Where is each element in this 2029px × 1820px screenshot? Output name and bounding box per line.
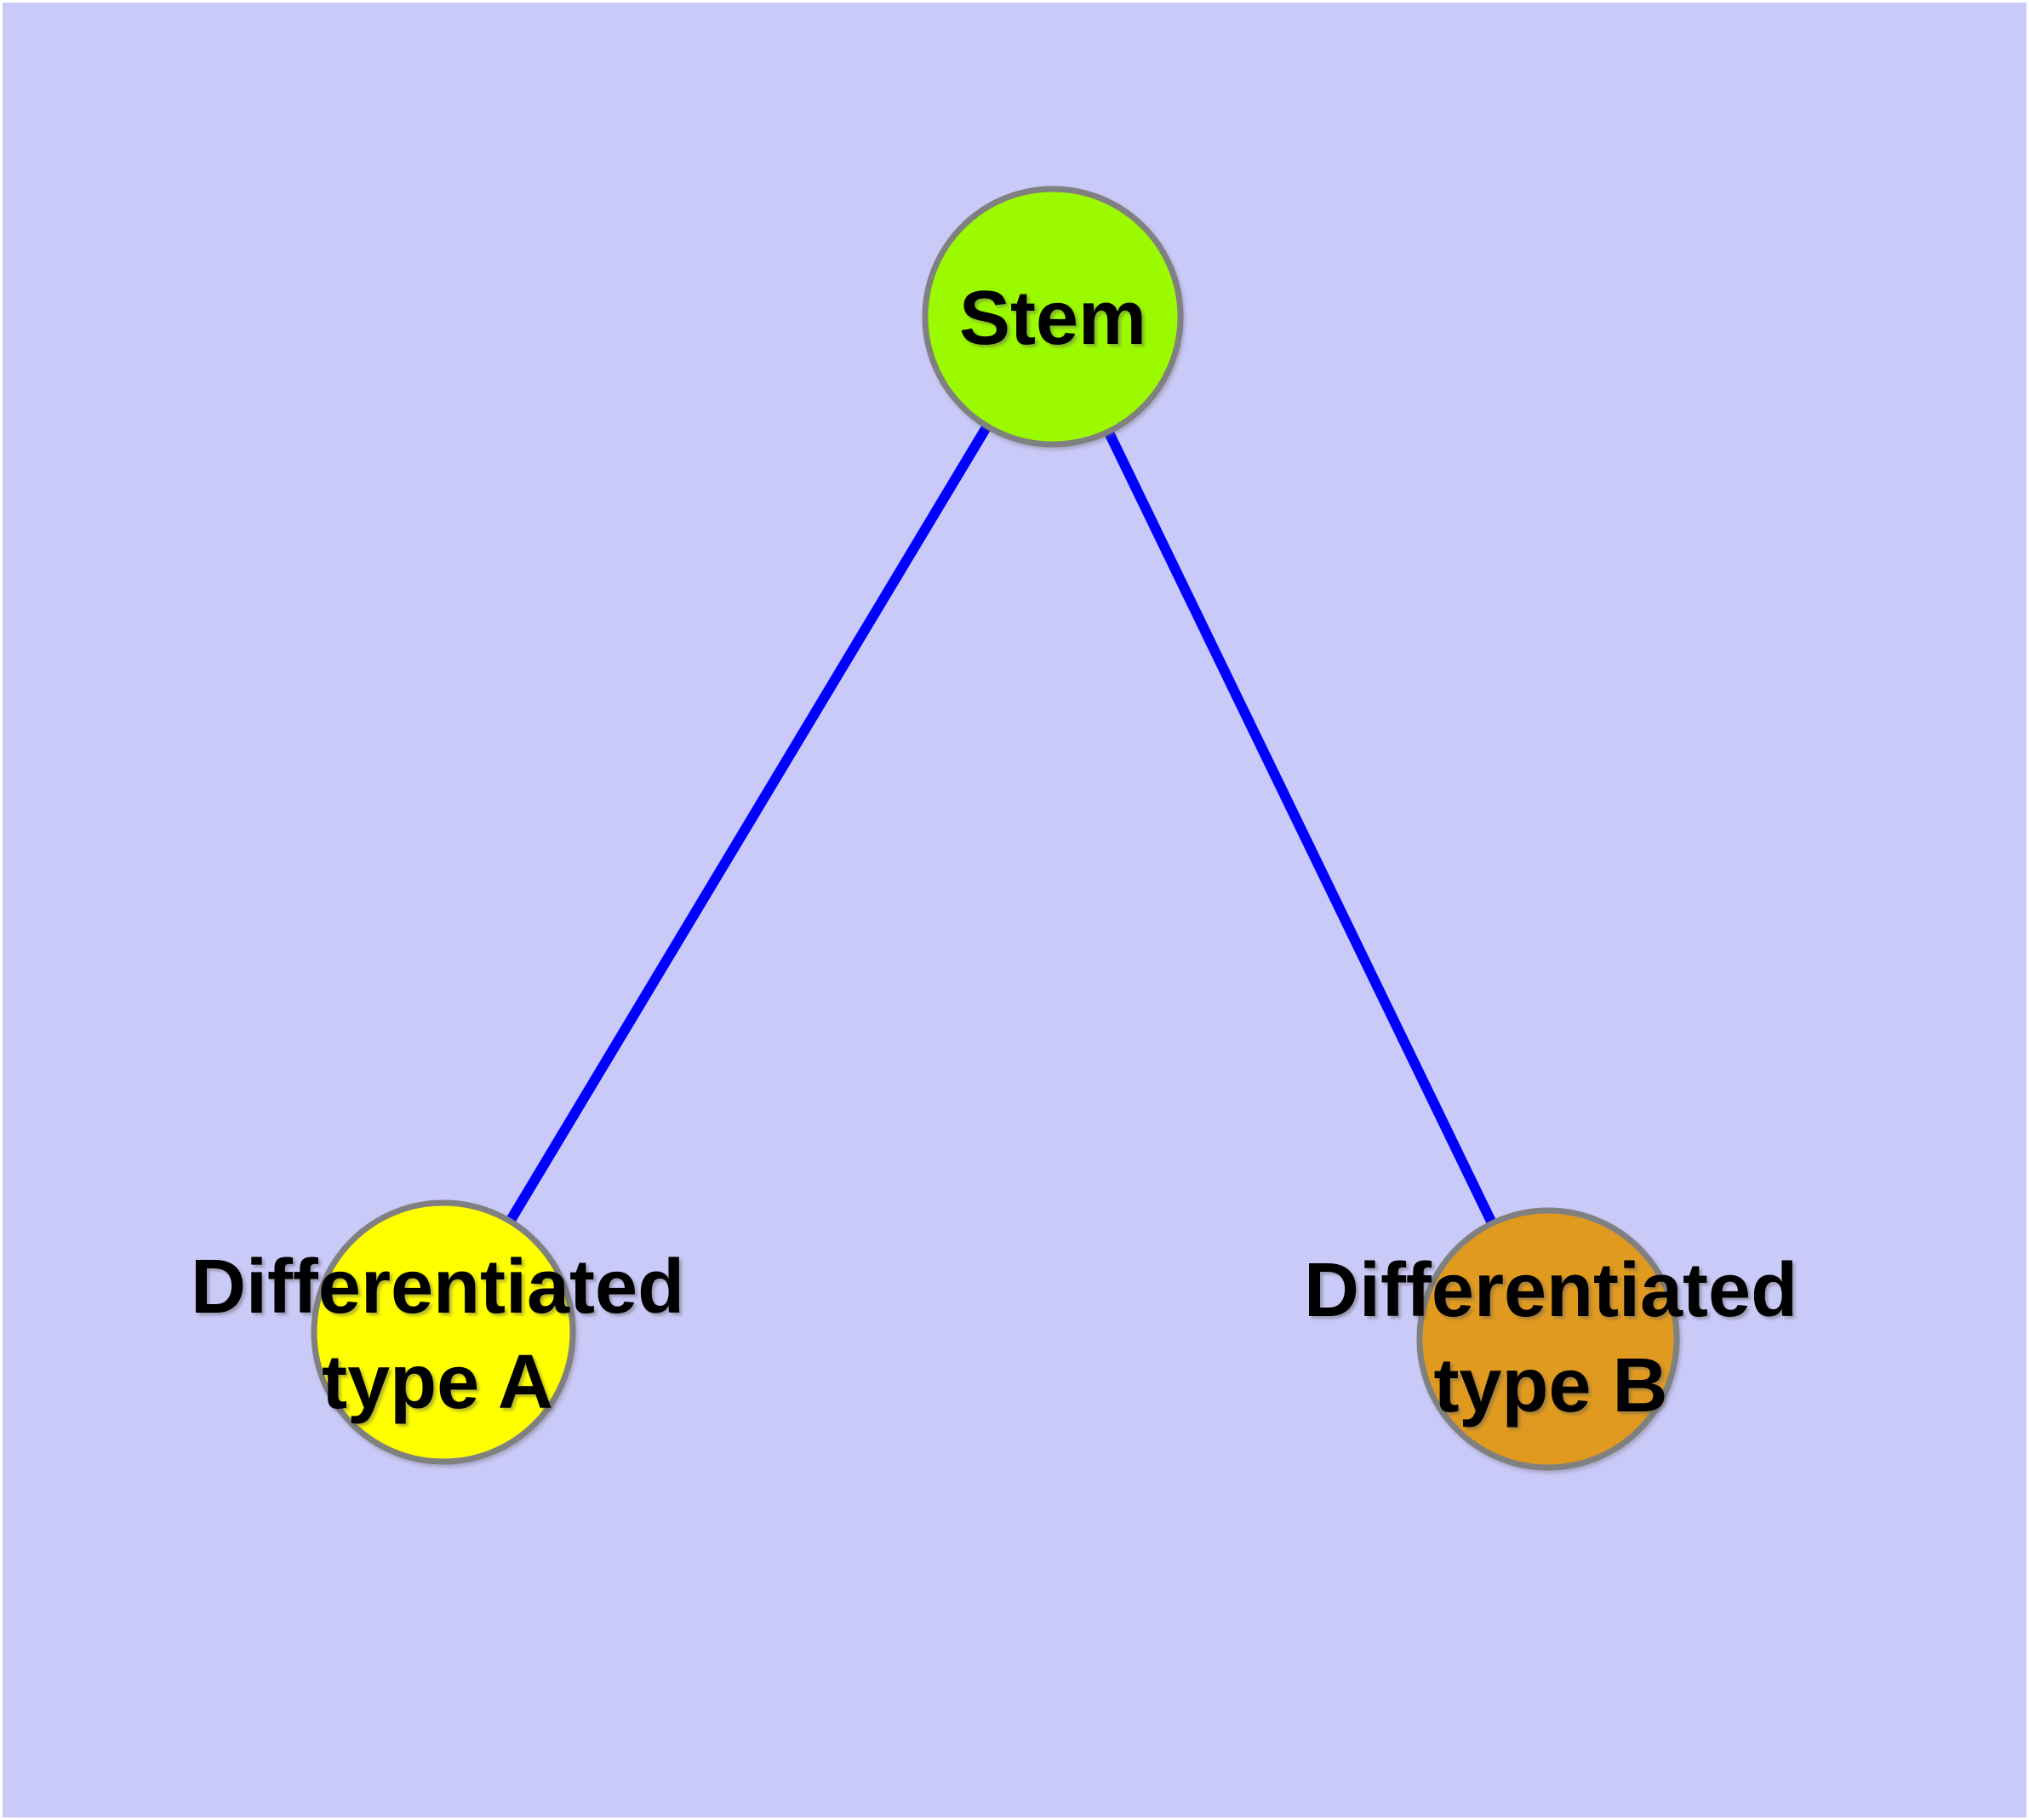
node-differentiated-a-circle bbox=[311, 1199, 576, 1465]
nodes-layer bbox=[311, 186, 1680, 1471]
node-stem-circle bbox=[922, 186, 1184, 448]
edge-stem-to-differentiated-a bbox=[438, 313, 1058, 1336]
edge-stem-to-differentiated-b bbox=[1048, 314, 1553, 1342]
node-differentiated-b-circle bbox=[1416, 1207, 1680, 1471]
edges-layer bbox=[438, 313, 1553, 1342]
